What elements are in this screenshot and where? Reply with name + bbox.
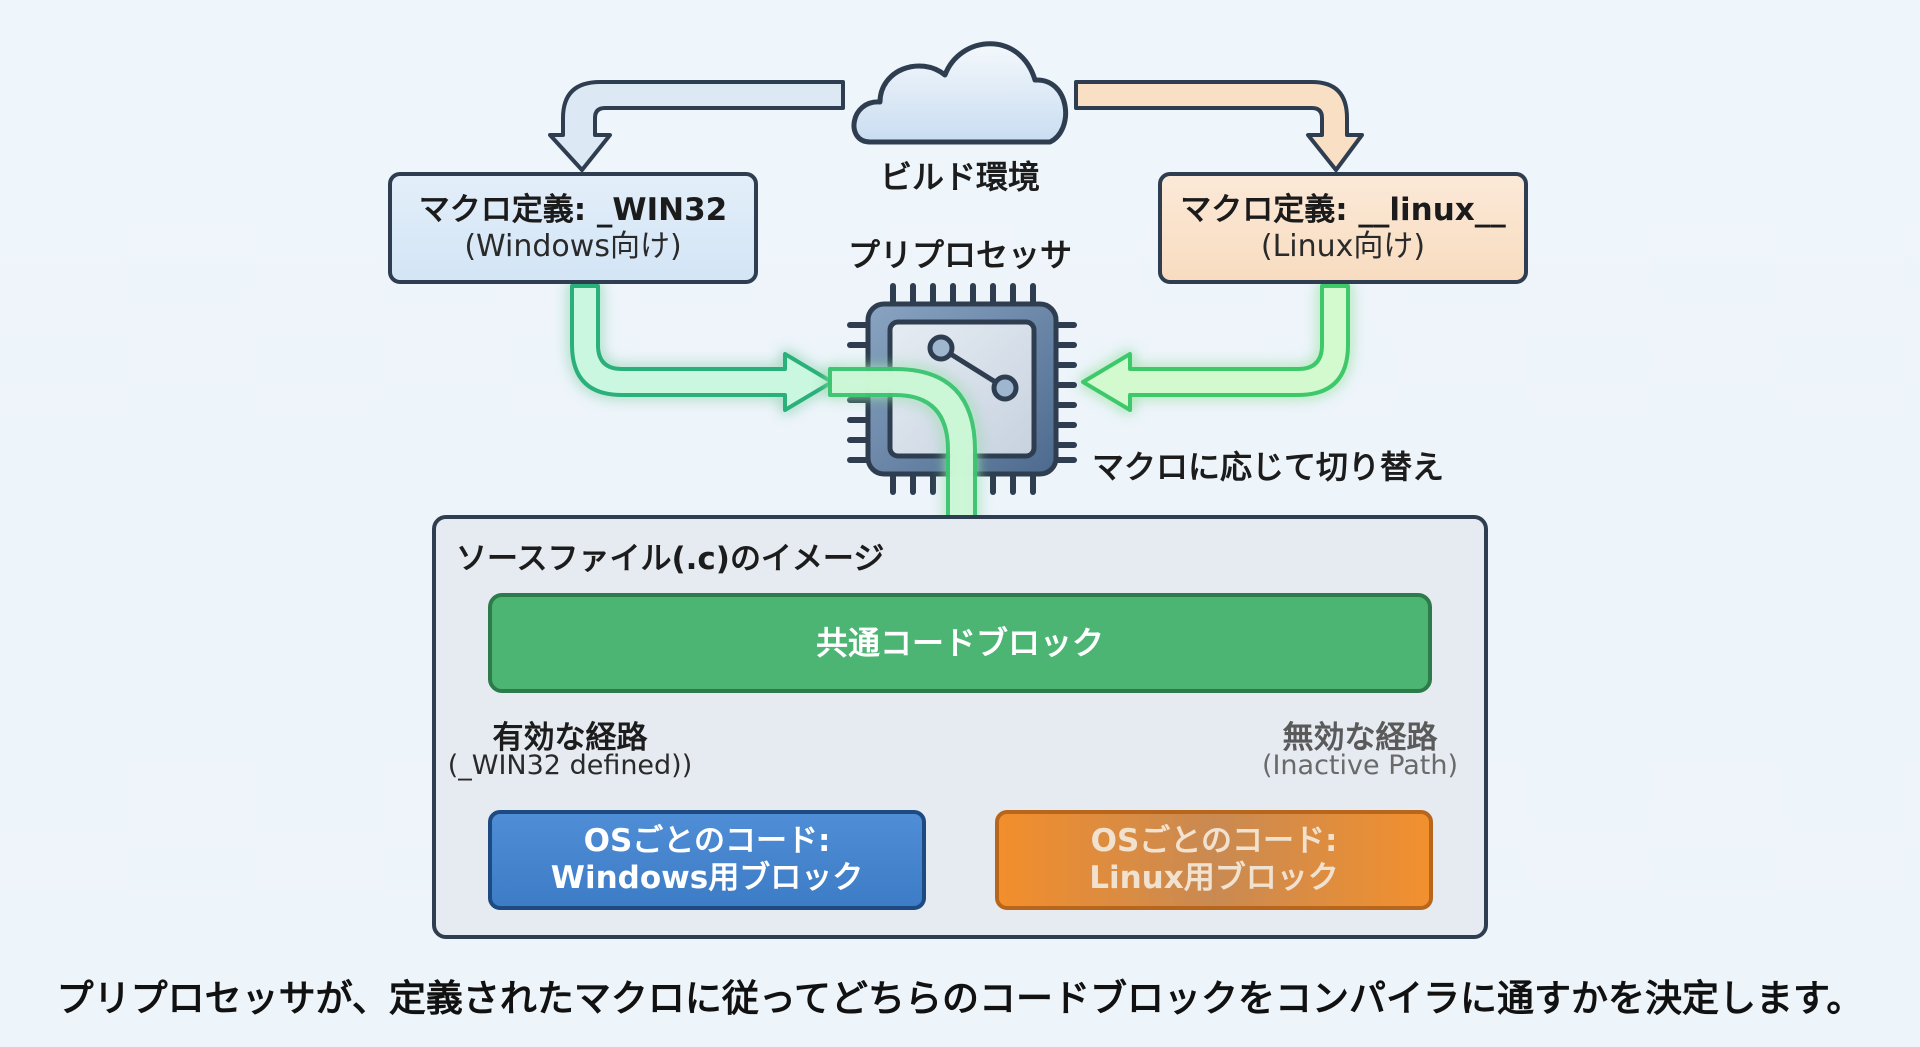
inactive-path-label: 無効な経路 bbox=[1282, 720, 1438, 756]
linux-macro-to-preprocessor-arrow bbox=[1081, 284, 1350, 412]
build-environment-label: ビルド環境 bbox=[879, 158, 1040, 196]
active-path-sublabel: (_WIN32 defined)) bbox=[447, 750, 693, 781]
macro-windows-title: マクロ定義: _WIN32 bbox=[418, 192, 728, 228]
common-code-block-label: 共通コードブロック bbox=[815, 624, 1104, 662]
preprocessor-label: プリプロセッサ bbox=[847, 236, 1072, 274]
cloud-to-windows-arrow bbox=[548, 80, 845, 172]
linux-code-block: OSごとのコード: Linux用ブロック bbox=[995, 810, 1433, 910]
common-code-block: 共通コードブロック bbox=[488, 593, 1432, 693]
macro-windows-box: マクロ定義: _WIN32 (Windows向け) bbox=[388, 172, 758, 284]
linux-block-line1: OSごとのコード: bbox=[1090, 823, 1338, 859]
macro-windows-subtitle: (Windows向け) bbox=[464, 229, 682, 264]
source-file-title: ソースファイル(.c)のイメージ bbox=[456, 541, 885, 577]
linux-block-line2: Linux用ブロック bbox=[1089, 860, 1339, 896]
active-path-label: 有効な経路 bbox=[492, 720, 648, 756]
preprocessor-chip-icon bbox=[847, 283, 1077, 495]
macro-linux-subtitle: (Linux向け) bbox=[1260, 229, 1426, 264]
macro-linux-box: マクロ定義: __linux__ (Linux向け) bbox=[1158, 172, 1528, 284]
cloud-to-linux-arrow bbox=[1074, 80, 1364, 172]
caption: プリプロセッサが、定義されたマクロに従ってどちらのコードブロックをコンパイラに通… bbox=[56, 977, 1864, 1020]
switch-by-macro-label: マクロに応じて切り替え bbox=[1092, 448, 1445, 486]
windows-code-block: OSごとのコード: Windows用ブロック bbox=[488, 810, 926, 910]
macro-linux-title: マクロ定義: __linux__ bbox=[1180, 192, 1506, 228]
windows-block-line1: OSごとのコード: bbox=[583, 823, 831, 859]
inactive-path-sublabel: (Inactive Path) bbox=[1261, 750, 1459, 781]
windows-block-line2: Windows用ブロック bbox=[550, 860, 864, 896]
cloud-icon bbox=[851, 41, 1068, 145]
windows-macro-to-preprocessor-arrow bbox=[570, 284, 834, 412]
